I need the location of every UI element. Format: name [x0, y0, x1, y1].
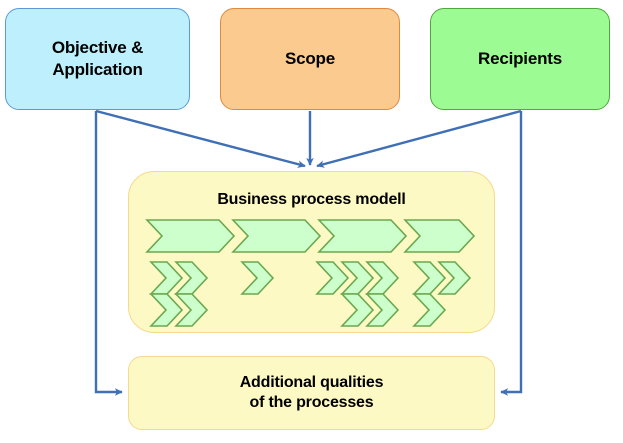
chevron-large-4 — [403, 219, 476, 253]
chevron-large-2 — [231, 219, 322, 253]
chevron-small — [174, 261, 209, 295]
node-additional-qualities-label-line2: of the processes — [249, 394, 374, 411]
chevron-large-3 — [317, 219, 408, 253]
chevron-row-small-2-group-3 — [340, 293, 400, 327]
connector-recipients-to-additional — [500, 111, 523, 396]
chevron-small — [340, 293, 375, 327]
chevron-large-1 — [145, 219, 236, 253]
node-business-process-model[interactable]: Business process modell — [128, 171, 495, 333]
chevron-small — [315, 261, 350, 295]
chevron-small — [365, 261, 400, 295]
node-objective-and-application[interactable]: Objective & Application — [5, 8, 190, 110]
chevron-small — [149, 293, 184, 327]
node-additional-qualities-label: Additional qualities of the processes — [240, 373, 384, 414]
chevron-small — [412, 293, 447, 327]
chevron-row-small-2-group-4 — [412, 293, 447, 327]
connector-objective-to-additional — [94, 111, 123, 396]
node-recipients-label: Recipients — [478, 49, 562, 69]
chevron-small — [365, 293, 400, 327]
connector-objective-to-bpm — [95, 109, 306, 168]
chevron-small — [149, 261, 184, 295]
node-objective-label-line2: Application — [52, 60, 143, 79]
node-business-process-model-title: Business process modell — [217, 191, 406, 208]
chevron-small — [340, 261, 375, 295]
node-scope-label: Scope — [284, 49, 336, 69]
node-additional-qualities-label-line1: Additional qualities — [239, 373, 384, 391]
chevron-row-large — [145, 219, 476, 253]
node-additional-qualities[interactable]: Additional qualities of the processes — [128, 356, 495, 430]
chevron-row-small-2 — [149, 293, 447, 327]
chevron-small — [240, 261, 275, 295]
connector-recipients-to-bpm — [316, 109, 522, 168]
node-recipients[interactable]: Recipients — [430, 8, 610, 110]
node-scope[interactable]: Scope — [220, 8, 400, 110]
node-objective-label-line1: Objective & — [51, 38, 144, 58]
node-objective-label: Objective & Application — [51, 37, 144, 81]
chevron-small — [437, 261, 472, 295]
chevron-row-small-1-group-3 — [315, 261, 400, 295]
chevron-row-small-1-group-2 — [240, 261, 275, 295]
chevron-small — [174, 293, 209, 327]
chevron-row-small-1-group-1 — [149, 261, 209, 295]
chevron-row-small-1 — [149, 261, 472, 295]
chevron-small — [412, 261, 447, 295]
chevron-row-small-1-group-4 — [412, 261, 472, 295]
chevron-row-small-2-group-1 — [149, 293, 209, 327]
